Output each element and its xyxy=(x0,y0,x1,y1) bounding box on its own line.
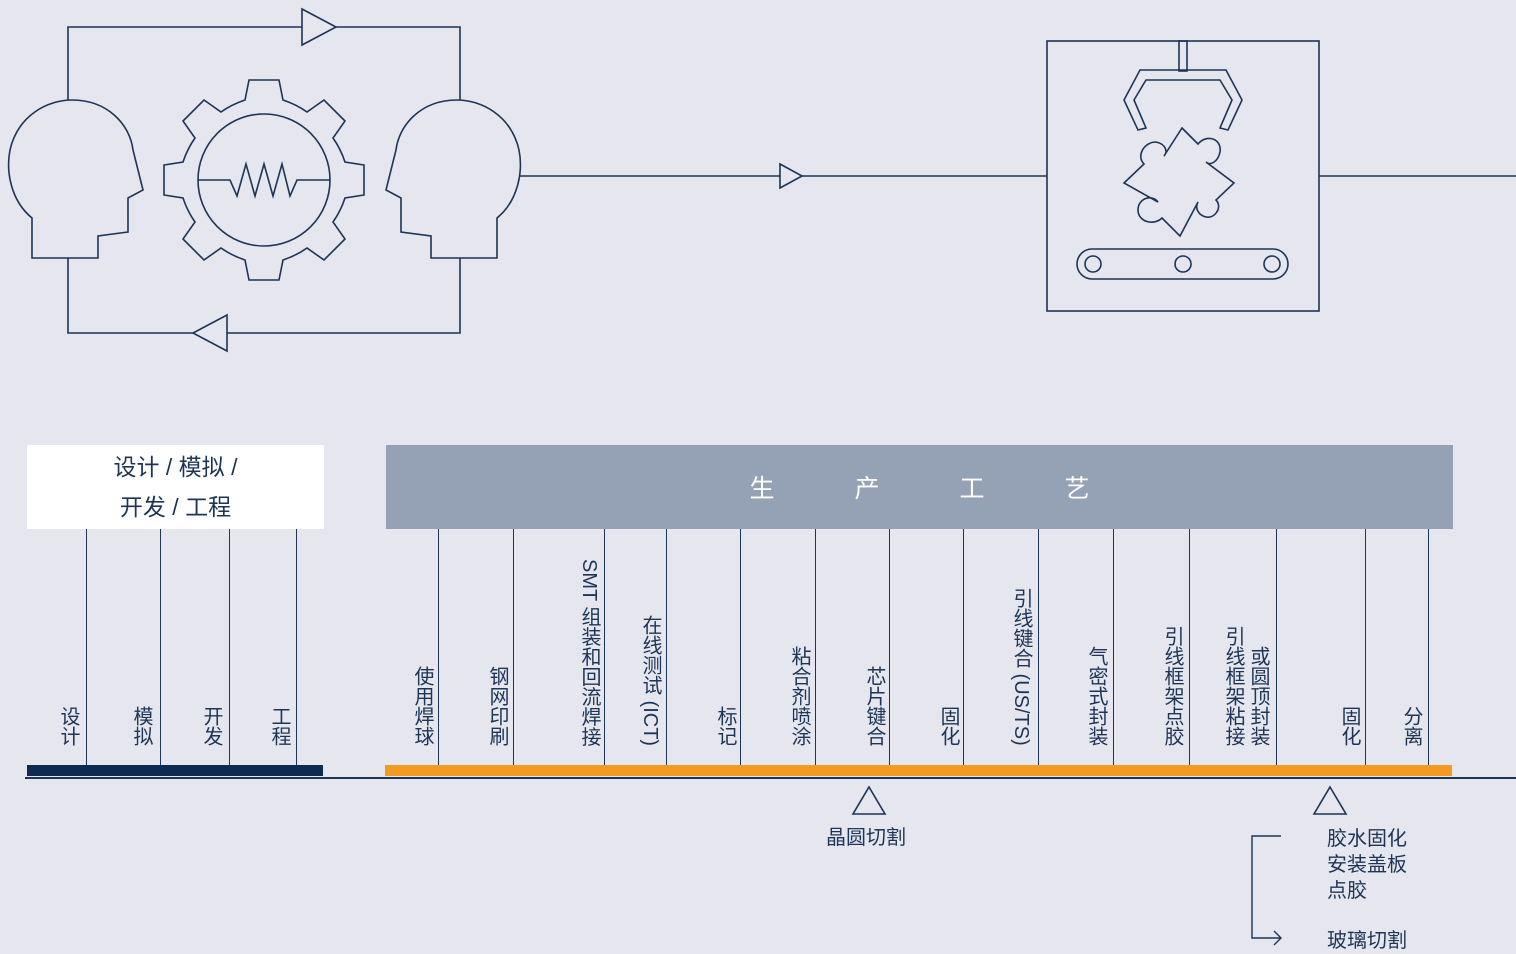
glue-note-line: 点胶 xyxy=(1327,878,1407,904)
divider xyxy=(889,529,890,765)
production-step-label: 分离 xyxy=(1400,706,1422,746)
design-step-label: 开发 xyxy=(200,706,222,746)
glue-note: 胶水固化 安装盖板 点胶 xyxy=(1327,826,1407,904)
production-step-label: 固化 xyxy=(937,706,959,746)
production-header-char: 产 xyxy=(854,469,879,505)
divider xyxy=(740,529,741,765)
glue-note-line: 胶水固化 xyxy=(1327,826,1407,852)
arrow-right-icon xyxy=(780,164,802,188)
divider xyxy=(1428,529,1429,765)
design-timeline-bar xyxy=(27,765,323,776)
divider xyxy=(1276,529,1277,765)
production-step-label: 引线框架点胶 xyxy=(1161,626,1183,746)
production-step-label: 引线框架粘接 xyxy=(1222,626,1244,746)
production-step-label: 粘合剂喷涂 xyxy=(788,646,810,746)
production-timeline-bar xyxy=(385,765,1452,776)
divider xyxy=(604,529,605,765)
divider xyxy=(86,529,87,765)
production-step-label: 在线测试 (ICT) xyxy=(639,615,661,746)
design-stage-box: 设计 / 模拟 / 开发 / 工程 xyxy=(27,445,324,529)
divider xyxy=(666,529,667,765)
glass-cutting-note: 玻璃切割 xyxy=(1327,928,1407,954)
production-step-label: 芯片键合 xyxy=(863,666,885,746)
triangle-marker-icon xyxy=(850,785,890,817)
triangle-marker-icon xyxy=(1311,785,1351,817)
production-step-label: 标记 xyxy=(714,706,736,746)
process-illustration xyxy=(0,0,1516,400)
assembly-machine-icon xyxy=(1047,41,1319,311)
production-step-label: SMT 组装和回流焊接 xyxy=(578,559,600,746)
wafer-cutting-note: 晶圆切割 xyxy=(826,825,906,851)
divider xyxy=(1189,529,1190,765)
arrow-right-icon xyxy=(302,9,336,45)
design-title-line1: 设计 / 模拟 / xyxy=(114,447,238,487)
head-right-icon xyxy=(386,100,520,258)
divider xyxy=(229,529,230,765)
production-header-char: 工 xyxy=(960,469,985,505)
divider xyxy=(1113,529,1114,765)
divider xyxy=(1038,529,1039,765)
production-header-char: 艺 xyxy=(1065,469,1090,505)
production-step-label: 或圆顶封装 xyxy=(1247,646,1269,746)
design-title-line2: 开发 / 工程 xyxy=(120,487,231,527)
divider xyxy=(513,529,514,765)
gear-icon xyxy=(164,80,364,280)
production-step-label: 钢网印刷 xyxy=(486,666,508,746)
production-header-char: 生 xyxy=(749,469,774,505)
design-step-label: 设计 xyxy=(57,706,79,746)
divider xyxy=(160,529,161,765)
production-step-label: 引线键合 (US/TS) xyxy=(1010,588,1032,746)
divider xyxy=(1365,529,1366,765)
divider xyxy=(963,529,964,765)
arrow-left-icon xyxy=(193,315,227,351)
glue-note-line: 安装盖板 xyxy=(1327,852,1407,878)
design-step-label: 模拟 xyxy=(130,706,152,746)
divider xyxy=(438,529,439,765)
production-step-label: 固化 xyxy=(1338,706,1360,746)
branch-arrow-icon xyxy=(1245,830,1285,950)
head-left-icon xyxy=(9,100,143,258)
timeline-baseline xyxy=(25,777,1516,779)
production-step-label: 使用焊球 xyxy=(411,666,433,746)
production-header: 生 产 工 艺 xyxy=(386,445,1453,529)
design-step-label: 工程 xyxy=(268,706,290,746)
divider xyxy=(815,529,816,765)
production-step-label: 气密式封装 xyxy=(1085,646,1107,746)
divider xyxy=(296,529,297,765)
